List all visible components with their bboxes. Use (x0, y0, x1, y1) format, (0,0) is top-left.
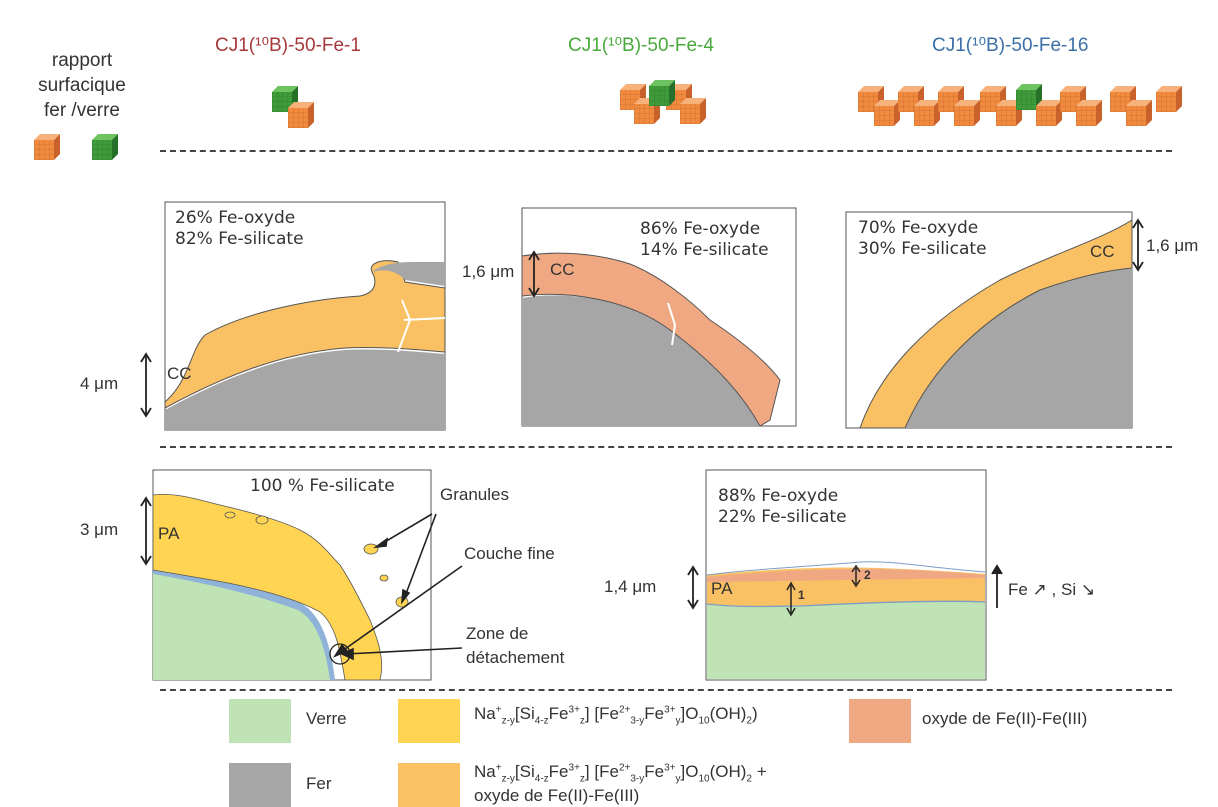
panel-2-oxide-pct: 86% Fe-oxyde (640, 219, 761, 239)
divider-2 (160, 446, 1172, 448)
panel-5-composition: 88% Fe-oxyde 22% Fe-silicate (718, 486, 847, 528)
legend-swatch-oxyde (849, 699, 911, 743)
panel-1-thickness: 4 μm (80, 374, 119, 393)
divider-1 (160, 150, 1172, 152)
panel-3-oxide-pct: 70% Fe-oxyde (858, 218, 979, 238)
iron-cube-icon (680, 98, 706, 124)
panel-5-cross-section (705, 469, 987, 681)
panel-5-thickness: 1,4 μm (604, 577, 657, 596)
panel-1-layer-label: CC (167, 364, 192, 383)
panel-3-silicate-pct: 30% Fe-silicate (858, 239, 987, 259)
column-title-fe-4: CJ1(¹⁰B)-50-Fe-4 (568, 35, 714, 56)
panel-5-mark-1: 1 (798, 588, 805, 602)
ratio-label-line2: surfacique (38, 75, 126, 96)
iron-substrate (165, 349, 445, 430)
iron-cube-icon (288, 102, 314, 128)
annotation-arrows (332, 513, 463, 661)
detachment-zone-annotation-line1: Zone de (466, 624, 529, 643)
oxide-layer-cc (522, 252, 781, 426)
legend-label-silicate: Na+z-y[Si4-zFe3+z] [Fe2+3-yFe3+y]O10(OH)… (474, 704, 758, 727)
iron-cube-icon (1126, 100, 1152, 126)
panel-1-composition: 26% Fe-oxyde 82% Fe-silicate (175, 208, 304, 250)
panel-1-oxide-pct: 26% Fe-oxyde (175, 208, 296, 228)
panel-2-cross-section (521, 207, 797, 427)
legend-label-mixed-line2: oxyde de Fe(II)-Fe(III) (474, 786, 640, 805)
legend-label-mixed-line1: Na+z-y[Si4-zFe3+z] [Fe2+3-yFe3+y]O10(OH)… (474, 762, 767, 785)
granules-annotation: Granules (440, 485, 509, 504)
panel-3-composition: 70% Fe-oxyde 30% Fe-silicate (858, 218, 987, 260)
panel-2-silicate-pct: 14% Fe-silicate (640, 240, 769, 260)
panel-5-mark-2: 2 (864, 568, 871, 582)
iron-cube-icon (1076, 100, 1102, 126)
ratio-label: rapport surfacique fer /verre (22, 48, 142, 123)
panel-5-layer-label: PA (711, 579, 733, 598)
column-title-fe-1: CJ1(¹⁰B)-50-Fe-1 (215, 35, 361, 56)
glass-cube-icon (649, 80, 675, 106)
legend-swatch-silicate (398, 699, 460, 743)
panel-4-layer-label: PA (158, 524, 180, 543)
column-title-fe-16: CJ1(¹⁰B)-50-Fe-16 (932, 35, 1089, 56)
panel-1-silicate-pct: 82% Fe-silicate (175, 229, 304, 249)
legend-swatch-fer (229, 763, 291, 807)
scale-arrows (140, 218, 1144, 617)
corrosion-layer-cc (165, 260, 445, 409)
iron-cube-icon (954, 100, 980, 126)
panel-4-composition: 100 % Fe-silicate (250, 476, 395, 496)
legend-swatch-verre (229, 699, 291, 743)
detachment-zone-annotation-line2: détachement (466, 648, 565, 667)
panel-2-layer-label: CC (550, 260, 575, 279)
legend-label-verre: Verre (306, 709, 347, 728)
panel-2-composition: 86% Fe-oxyde 14% Fe-silicate (640, 219, 769, 261)
iron-cube-icon (914, 100, 940, 126)
ratio-label-line1: rapport (51, 50, 113, 71)
panel-4-cross-section (152, 469, 432, 681)
ratio-label-line3: fer /verre (43, 100, 121, 121)
iron-cube-icon (1036, 100, 1062, 126)
legend-label-mixed-suffix: + (751, 762, 767, 781)
legend-label-fer: Fer (306, 774, 332, 793)
panel-2-thickness: 1,6 μm (462, 262, 515, 281)
thin-layer-annotation: Couche fine (464, 544, 555, 563)
iron-cube-icon (1156, 86, 1182, 112)
corrosion-layer-cc (859, 219, 1132, 428)
granule (363, 543, 379, 555)
panel-1-cross-section (164, 201, 446, 431)
silicate-layer-pa (153, 493, 383, 680)
panel-4-thickness: 3 μm (80, 520, 119, 539)
fe-si-trend-annotation: Fe ↗ , Si ↘ (1008, 580, 1096, 599)
legend-label-oxyde: oxyde de Fe(II)-Fe(III) (922, 709, 1088, 728)
panel-3-cross-section (845, 211, 1133, 429)
panel-5-oxide-pct: 88% Fe-oxyde (718, 486, 839, 506)
divider-3 (160, 689, 1172, 691)
iron-cube-icon (874, 100, 900, 126)
panel-5-silicate-pct: 22% Fe-silicate (718, 507, 847, 527)
granule (379, 574, 389, 582)
glass-cube-icon (92, 134, 118, 160)
panel-3-thickness: 1,6 μm (1146, 236, 1199, 255)
legend-swatch-mixed (398, 763, 460, 807)
panel-3-layer-label: CC (1090, 242, 1115, 261)
iron-cube-icon (34, 134, 60, 160)
